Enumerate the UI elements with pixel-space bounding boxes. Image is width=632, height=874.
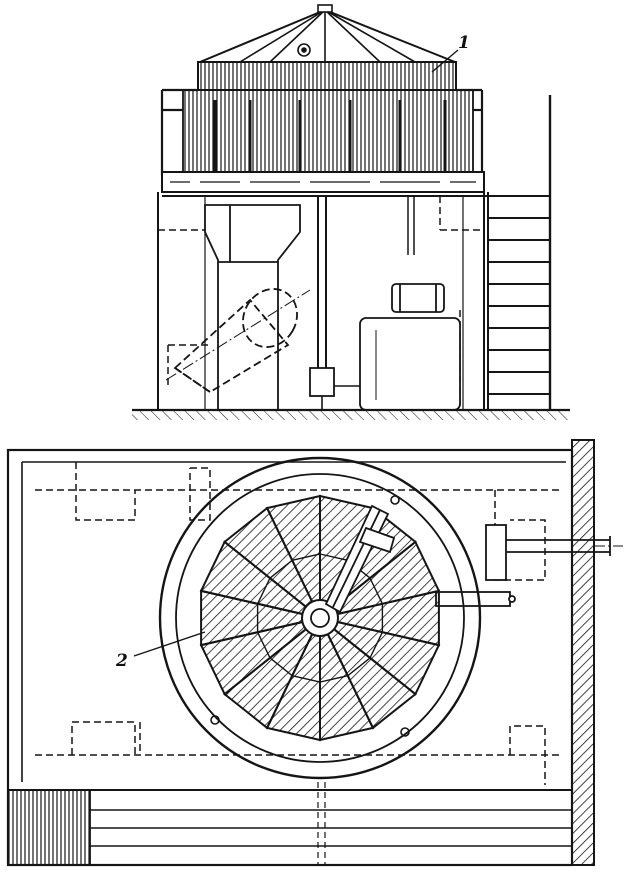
hub-icon (310, 608, 330, 628)
sprinkler-arm (324, 504, 396, 614)
sector-inner-ring (256, 553, 384, 683)
right-wall (571, 439, 595, 866)
plan-view (6, 439, 626, 867)
motor-housing (359, 317, 461, 411)
handrail (160, 88, 484, 175)
callout-1: 1 (458, 33, 470, 53)
motor-unit (359, 283, 461, 411)
tower-outer-ring (158, 456, 482, 780)
motor-icon (391, 283, 445, 313)
plan-staircase (7, 789, 572, 866)
fan-impeller (173, 288, 298, 394)
roof-cone (199, 4, 456, 63)
drive-shaft (309, 196, 360, 410)
roof-vent-icon (297, 43, 311, 57)
distribution-pipe (435, 591, 511, 607)
sprinkler-sector (265, 494, 321, 619)
elevation-view (132, 4, 570, 420)
inlet-pipe (435, 524, 626, 607)
tower-fill-section (182, 89, 474, 173)
staircase (484, 95, 552, 410)
callout-2: 2 (115, 651, 128, 671)
fan-collar (197, 61, 457, 91)
ground-hatch (132, 410, 570, 420)
sprinkler-sectors (199, 494, 441, 742)
tower-inner-ring (175, 473, 465, 763)
fan-duct (204, 204, 301, 411)
